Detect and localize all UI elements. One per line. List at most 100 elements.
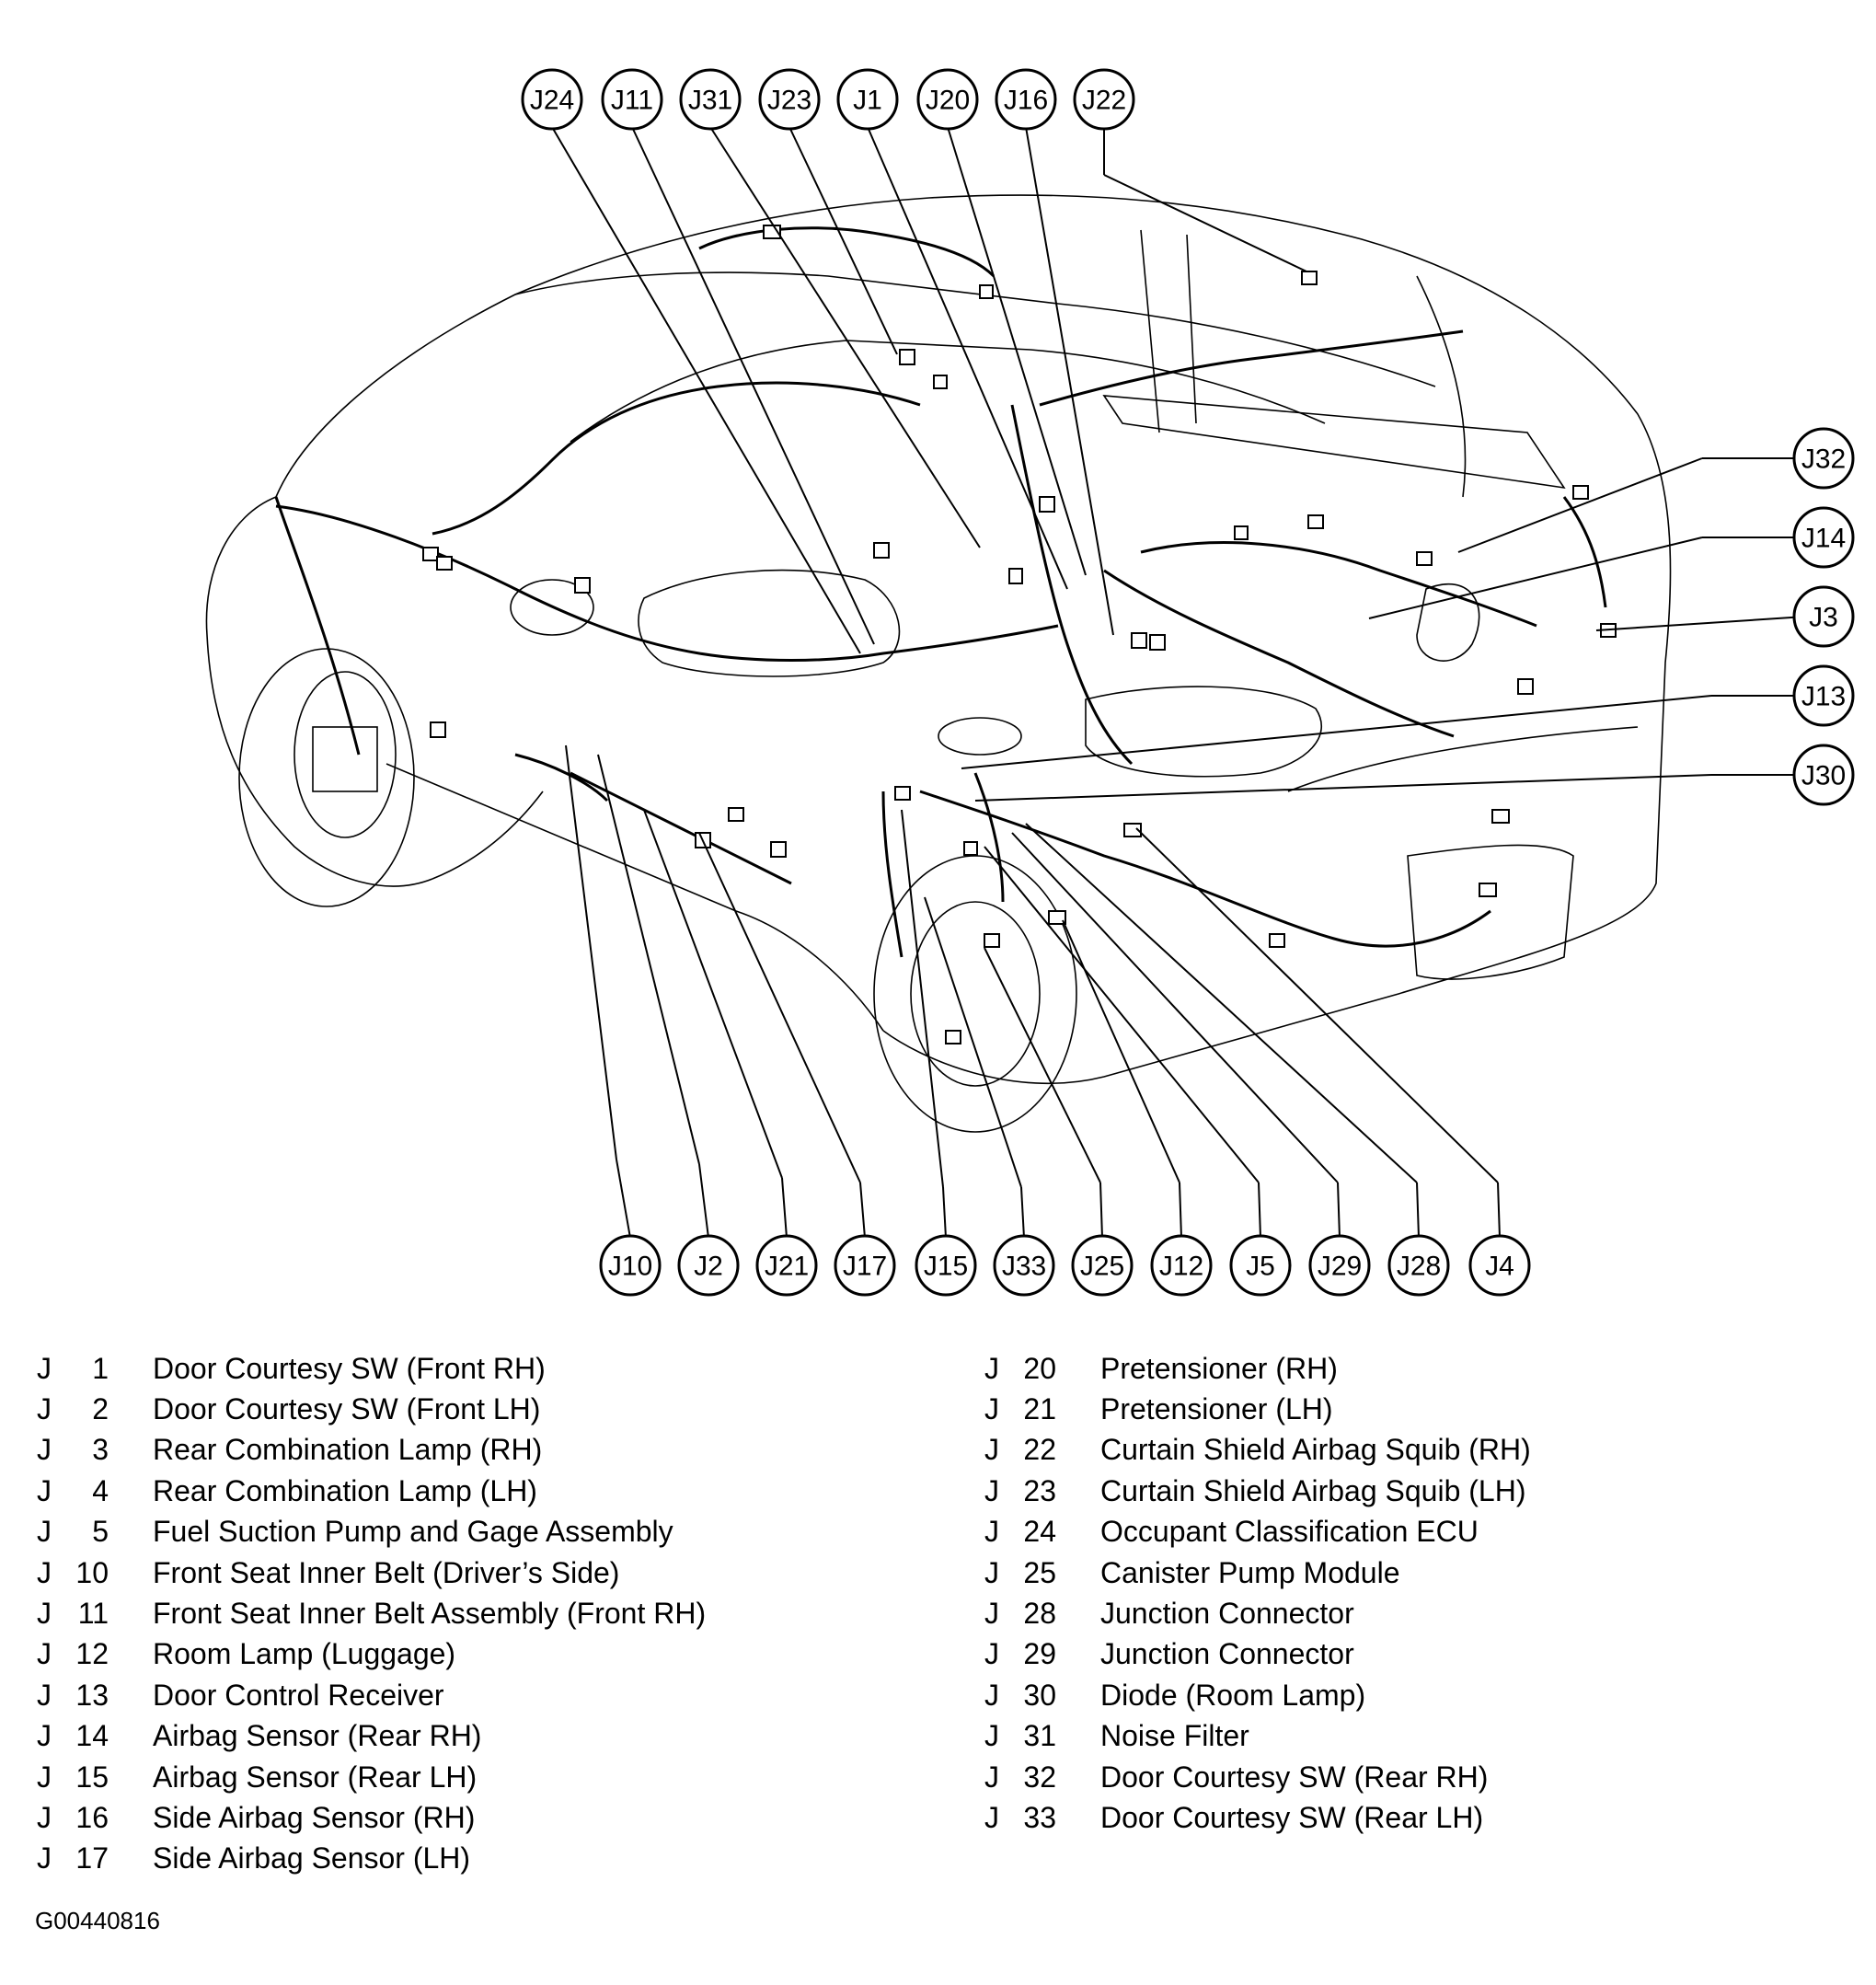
- legend-prefix: J: [984, 1515, 999, 1549]
- legend-number: 10: [75, 1555, 109, 1589]
- legend-description: Side Airbag Sensor (RH): [153, 1800, 476, 1834]
- callout-circle: [993, 1234, 1055, 1297]
- legend-number: 2: [92, 1392, 109, 1426]
- callout-label: J23: [767, 86, 811, 116]
- legend-number: 20: [1023, 1351, 1056, 1385]
- callout-label: J14: [1801, 524, 1846, 554]
- callout-circle: [1229, 1234, 1292, 1297]
- callout-circle: [599, 1234, 662, 1297]
- callout-label: J32: [1801, 444, 1846, 475]
- callout-j15: J15: [915, 1234, 977, 1297]
- legend-number: 4: [92, 1473, 109, 1507]
- legend-prefix: J: [37, 1392, 52, 1426]
- legend-number: 1: [92, 1351, 109, 1385]
- callout-circle: [1308, 1234, 1371, 1297]
- legend-code: J 13: [37, 1679, 116, 1713]
- legend-description: Airbag Sensor (Rear RH): [153, 1719, 482, 1753]
- legend-number: 24: [1023, 1515, 1056, 1549]
- callout-circle: [834, 1234, 896, 1297]
- callout-circle: [1073, 68, 1135, 131]
- callout-label: J4: [1485, 1252, 1514, 1282]
- callout-j23: J23: [758, 68, 821, 131]
- legend-description: Curtain Shield Airbag Squib (LH): [1100, 1473, 1526, 1507]
- callout-circle: [995, 68, 1057, 131]
- callout-label: J21: [765, 1252, 809, 1282]
- legend-number: 5: [92, 1515, 109, 1549]
- callout-circle: [916, 68, 979, 131]
- legend-prefix: J: [37, 1351, 52, 1385]
- callout-j32: J32: [1792, 427, 1855, 490]
- callout-label: J2: [694, 1252, 723, 1282]
- legend-item: J 1 Door Courtesy SW (Front RH): [37, 1348, 957, 1389]
- callout-circle: [758, 68, 821, 131]
- legend-description: Fuel Suction Pump and Gage Assembly: [153, 1515, 673, 1549]
- callout-label: J20: [926, 86, 970, 116]
- legend-number: 31: [1023, 1719, 1056, 1753]
- legend-description: Door Courtesy SW (Front LH): [153, 1392, 541, 1426]
- callout-circle: [755, 1234, 818, 1297]
- callout-circle: [1150, 1234, 1213, 1297]
- legend-prefix: J: [984, 1473, 999, 1507]
- legend-number: 29: [1023, 1637, 1056, 1671]
- legend-prefix: J: [37, 1800, 52, 1834]
- legend-code: J 24: [984, 1515, 1064, 1549]
- legend-description: Door Courtesy SW (Front RH): [153, 1351, 546, 1385]
- callout-label: J24: [530, 86, 574, 116]
- legend-prefix: J: [984, 1392, 999, 1426]
- callout-j33: J33: [993, 1234, 1055, 1297]
- legend-prefix: J: [984, 1678, 999, 1712]
- callout-j5: J5: [1229, 1234, 1292, 1297]
- callout-j12: J12: [1150, 1234, 1213, 1297]
- callout-circle: [1071, 1234, 1134, 1297]
- wiring-harness: [274, 226, 1607, 958]
- legend-item: J 30 Diode (Room Lamp): [984, 1675, 1813, 1715]
- legend-prefix: J: [984, 1433, 999, 1467]
- callout-circle: [601, 68, 663, 131]
- legend-number: 30: [1023, 1678, 1056, 1712]
- callout-j10: J10: [599, 1234, 662, 1297]
- legend-prefix: J: [37, 1678, 52, 1712]
- callout-circle: [1468, 1234, 1531, 1297]
- legend-number: 13: [75, 1678, 109, 1712]
- legend-description: Side Airbag Sensor (LH): [153, 1841, 471, 1875]
- callout-circle: [1792, 585, 1855, 648]
- legend-description: Door Control Receiver: [153, 1678, 444, 1712]
- callout-circle: [521, 68, 583, 131]
- callout-label: J30: [1801, 761, 1846, 791]
- callout-label: J3: [1809, 603, 1838, 633]
- callout-j20: J20: [916, 68, 979, 131]
- legend-description: Junction Connector: [1100, 1597, 1354, 1631]
- callout-j25: J25: [1071, 1234, 1134, 1297]
- legend-description: Diode (Room Lamp): [1100, 1678, 1366, 1712]
- callout-j30: J30: [1792, 744, 1855, 806]
- callout-j1: J1: [836, 68, 899, 131]
- callout-j14: J14: [1792, 506, 1855, 569]
- legend-prefix: J: [37, 1637, 52, 1671]
- callout-label: J31: [688, 86, 732, 116]
- callout-j11: J11: [601, 68, 663, 131]
- callout-j16: J16: [995, 68, 1057, 131]
- legend-description: Room Lamp (Luggage): [153, 1637, 456, 1671]
